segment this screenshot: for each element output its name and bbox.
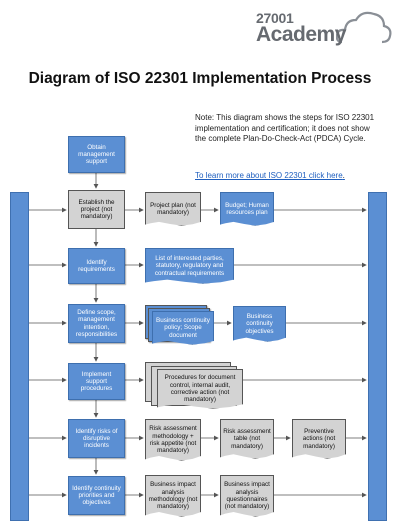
output-bc-objectives: Business continuity objectives bbox=[233, 306, 286, 342]
step-define-scope: Define scope, management intention, resp… bbox=[68, 304, 125, 343]
output-budget-hr-plan: Budget; Human resources plan bbox=[220, 192, 274, 226]
logo-text-name: Academy bbox=[256, 23, 346, 46]
logo-text-number: 27001 bbox=[256, 10, 294, 26]
step-identify-requirements: Identify requirements bbox=[68, 248, 125, 284]
output-bia-methodology: Business impact analysis methodology (no… bbox=[145, 475, 201, 517]
output-ra-methodology: Risk assessment methodology + risk appet… bbox=[145, 419, 201, 461]
output-bc-policy-scope: Business continuity policy; Scope docume… bbox=[152, 311, 214, 345]
cloud-icon bbox=[336, 11, 392, 44]
learn-more-suffix: . bbox=[342, 171, 345, 180]
diagram-title: Diagram of ISO 22301 Implementation Proc… bbox=[28, 70, 372, 87]
output-ra-table: Risk assessment table (not mandatory) bbox=[220, 419, 274, 459]
academy-logo: 27001 Academy bbox=[256, 6, 392, 50]
step-obtain-management-support: Obtain management support bbox=[68, 136, 125, 173]
step-establish-project: Establish the project (not mandatory) bbox=[68, 190, 125, 229]
output-interested-parties: List of interested parties, statutory, r… bbox=[145, 248, 234, 284]
output-preventive-actions: Preventive actions (not mandatory) bbox=[292, 419, 346, 459]
output-project-plan: Project plan (not mandatory) bbox=[145, 192, 201, 226]
step-implement-support-procedures: Implement support procedures bbox=[68, 363, 125, 400]
output-procedures: Procedures for document control, interna… bbox=[157, 369, 243, 409]
learn-more-link[interactable]: To learn more about ISO 22301 click here bbox=[195, 171, 343, 180]
step-identify-continuity-priorities: Identify continuity priorities and objec… bbox=[68, 476, 125, 515]
diagram-note: Note: This diagram shows the steps for I… bbox=[195, 113, 375, 143]
step-identify-risks: Identify risks of disruptive incidents bbox=[68, 419, 125, 458]
learn-more-line: To learn more about ISO 22301 click here… bbox=[195, 171, 345, 180]
output-bia-questionnaires: Business impact analysis questionnaires … bbox=[220, 475, 274, 517]
